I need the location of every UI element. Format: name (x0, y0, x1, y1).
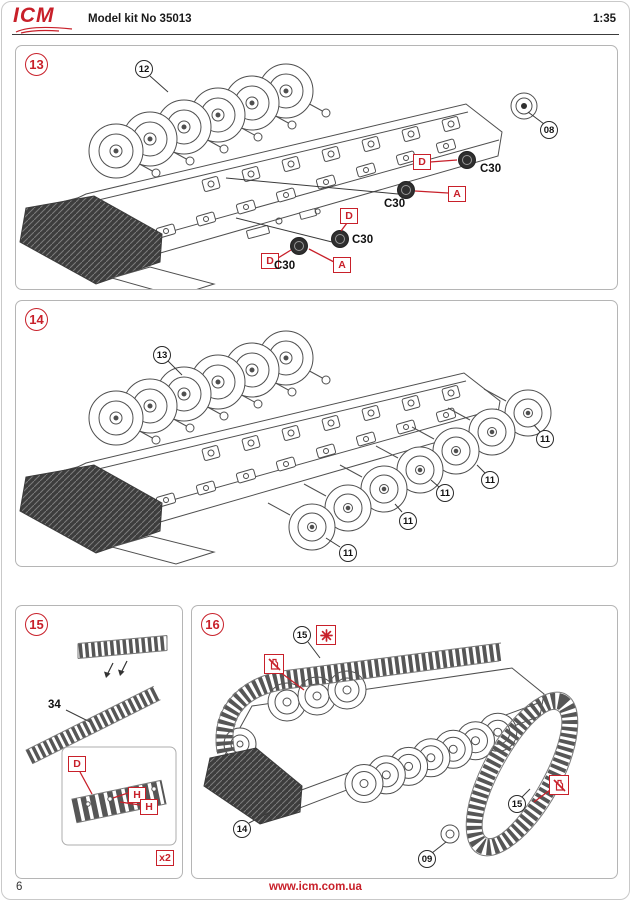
paint-box-a: A (448, 186, 466, 202)
step-16-number: 16 (201, 613, 224, 636)
icm-logo: ICM (13, 4, 79, 34)
paint-box-a: A (333, 257, 351, 273)
part-label-c30: C30 (480, 163, 502, 175)
step-15-number: 15 (25, 613, 48, 636)
kit-title: Model kit No 35013 (88, 13, 192, 25)
step-15-diagram (25, 635, 177, 846)
icm-logo-text: ICM (13, 4, 55, 27)
step-16-panel: 16 15 (191, 605, 618, 879)
part-callout-11: 11 (436, 484, 454, 502)
step-13-number: 13 (25, 53, 48, 76)
header-divider (12, 34, 619, 35)
part-callout-15: 15 (508, 795, 526, 813)
paint-box-d: D (261, 253, 279, 269)
part-label-c30: C30 (352, 234, 374, 246)
part-label-c30: C30 (274, 260, 296, 272)
no-glue-symbol-box (264, 654, 284, 674)
part-callout-11: 11 (481, 471, 499, 489)
paint-box-d: D (413, 154, 431, 170)
part-callout-14: 14 (233, 820, 251, 838)
part-callout-15: 15 (293, 626, 311, 644)
part-callout-11: 11 (339, 544, 357, 562)
step-15-panel: 15 34 D H H x2 (15, 605, 183, 879)
part-callout-09: 09 (418, 850, 436, 868)
part-callout-11: 11 (399, 512, 417, 530)
step-14-diagram (19, 330, 552, 565)
part-callout-13: 13 (153, 346, 171, 364)
no-glue-icon (552, 778, 566, 792)
no-glue-symbol-box (549, 775, 569, 795)
kit-scale: 1:35 (592, 13, 616, 25)
part-label-c30: C30 (384, 198, 406, 210)
part-callout-11: 11 (536, 430, 554, 448)
paint-box-d: D (340, 208, 358, 224)
website-link: www.icm.com.ua (269, 881, 362, 893)
step-13-panel: 13 12 08 D C30 A C30 D C30 D A C30 (15, 45, 618, 290)
asterisk-icon (319, 628, 333, 642)
paint-box-d: D (68, 756, 86, 772)
part-label-34: 34 (48, 699, 61, 711)
multiplier-box: x2 (156, 850, 174, 866)
paint-box-h: H (140, 799, 158, 815)
part-callout-12: 12 (135, 60, 153, 78)
icm-logo-script-icon (15, 26, 73, 34)
asterisk-symbol-box (316, 625, 336, 645)
no-glue-icon (267, 657, 281, 671)
step-16-diagram (203, 641, 579, 857)
step-14-number: 14 (25, 308, 48, 331)
part-callout-08: 08 (540, 121, 558, 139)
page-number: 6 (16, 881, 23, 893)
step-14-panel: 14 13 11 11 11 11 11 (15, 300, 618, 567)
step-13-diagram (19, 63, 545, 289)
